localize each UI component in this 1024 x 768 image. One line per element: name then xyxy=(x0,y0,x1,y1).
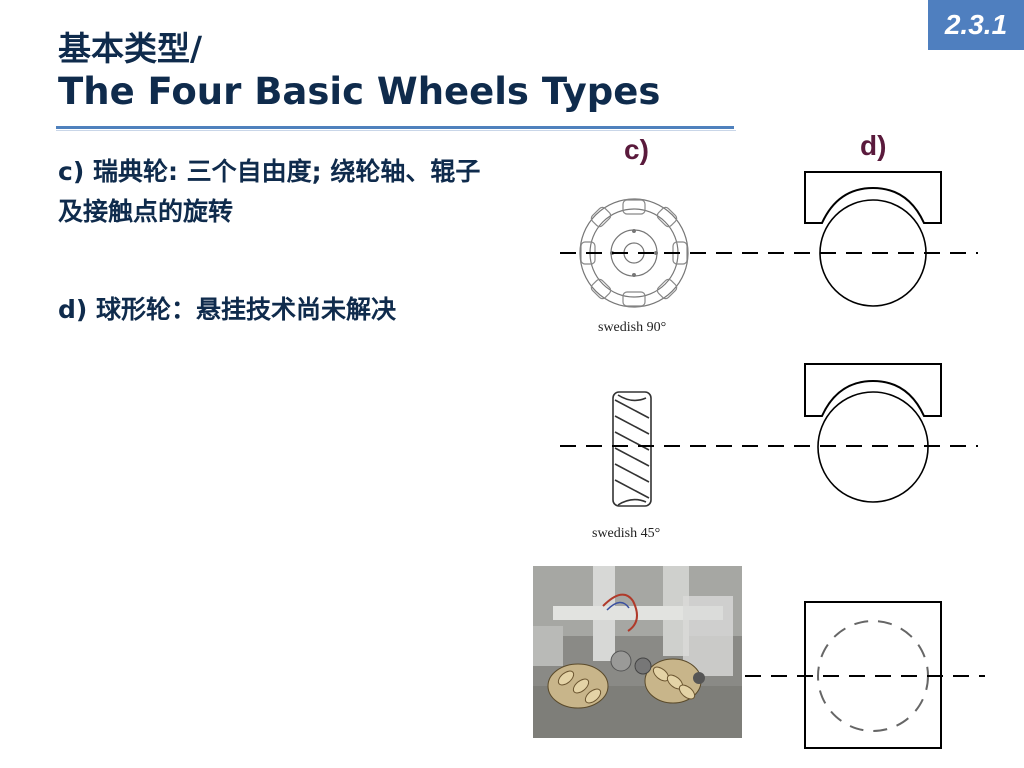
figure-label-d: d) xyxy=(860,130,887,161)
page-title-chinese: 基本类型/ xyxy=(58,29,203,68)
swedish-wheel-description: c) 瑞典轮: 三个自由度; 绕轮轴、辊子及接触点的旋转 xyxy=(58,157,481,226)
swedish-45-wheel-drawing xyxy=(612,391,652,507)
spherical-wheel-drawing-2 xyxy=(804,363,942,503)
caption-swedish-90: swedish 90° xyxy=(598,320,667,335)
axis-lines xyxy=(560,252,985,677)
title-underline xyxy=(56,126,734,129)
swedish-wheel-robot-photo xyxy=(533,566,742,738)
caption-swedish-45: swedish 45° xyxy=(592,526,661,541)
spherical-wheel-description: d) 球形轮：悬挂技术尚未解决 xyxy=(58,295,397,324)
figure-label-c: c) xyxy=(624,134,649,165)
page-title-english: The Four Basic Wheels Types xyxy=(58,70,661,113)
spherical-wheel-drawing-1 xyxy=(804,171,942,307)
slide-number-badge: 2.3.1 xyxy=(928,0,1024,50)
title-underline-shadow xyxy=(56,130,736,131)
